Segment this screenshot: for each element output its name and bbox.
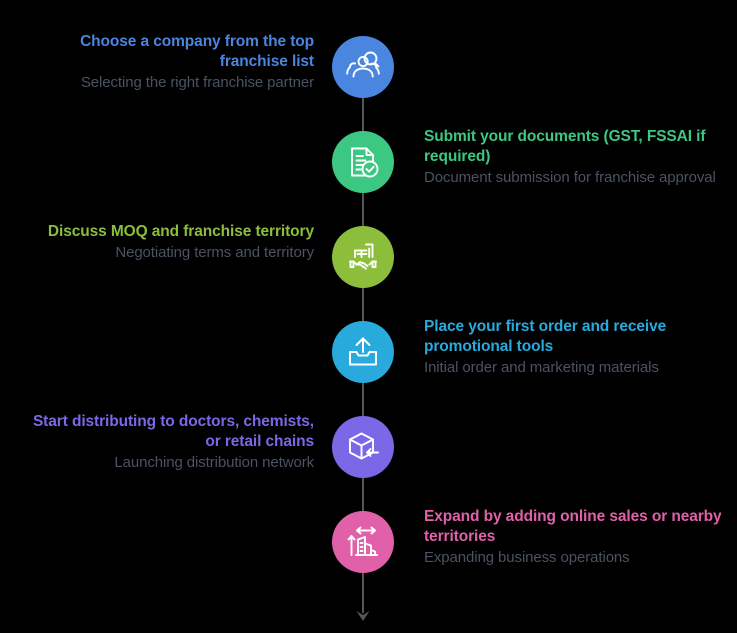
connector-segment-2-3 <box>362 193 364 226</box>
connector-segment-5-6 <box>362 478 364 511</box>
timeline-step-6[interactable]: Expand by adding online sales or nearby … <box>0 508 737 573</box>
step-3-subtitle: Negotiating terms and territory <box>115 243 314 261</box>
step-6-badge[interactable] <box>332 511 394 573</box>
connector-segment-4-5 <box>362 383 364 416</box>
connector-segment-end <box>362 573 364 613</box>
timeline-step-5[interactable]: Start distributing to doctors, chemists,… <box>0 413 737 478</box>
step-4-title: Place your first order and receive promo… <box>424 318 667 355</box>
upload-tray-icon <box>344 333 382 371</box>
timeline-step-4[interactable]: Place your first order and receive promo… <box>0 318 737 383</box>
step-5-subtitle: Launching distribution network <box>114 453 314 471</box>
step-4-badge[interactable] <box>332 321 394 383</box>
connector-segment-3-4 <box>362 288 364 321</box>
document-check-icon <box>344 143 382 181</box>
step-1-text: Choose a company from the top franchise … <box>14 32 314 92</box>
step-4-text: Place your first order and receive promo… <box>424 317 724 377</box>
step-2-text: Submit your documents (GST, FSSAI if req… <box>424 127 724 187</box>
step-5-title: Start distributing to doctors, chemists,… <box>32 413 314 450</box>
timeline-step-3[interactable]: Discuss MOQ and franchise territory Nego… <box>0 223 737 288</box>
step-2-title: Submit your documents (GST, FSSAI if req… <box>424 128 706 165</box>
step-3-text: Discuss MOQ and franchise territory Nego… <box>14 222 314 262</box>
step-6-text: Expand by adding online sales or nearby … <box>424 507 724 567</box>
expand-building-icon <box>344 523 382 561</box>
step-6-title: Expand by adding online sales or nearby … <box>424 508 722 545</box>
step-2-badge[interactable] <box>332 131 394 193</box>
box-delivery-icon <box>344 428 382 466</box>
timeline-end-arrow-icon <box>354 605 372 621</box>
step-5-text: Start distributing to doctors, chemists,… <box>14 412 314 472</box>
timeline-step-2[interactable]: Submit your documents (GST, FSSAI if req… <box>0 128 737 193</box>
connector-segment-1-2 <box>362 98 364 131</box>
step-1-subtitle: Selecting the right franchise partner <box>80 73 314 91</box>
step-5-badge[interactable] <box>332 416 394 478</box>
step-4-subtitle: Initial order and marketing materials <box>424 358 659 376</box>
step-6-subtitle: Expanding business operations <box>424 548 630 566</box>
step-2-subtitle: Document submission for franchise approv… <box>424 168 716 186</box>
step-3-title: Discuss MOQ and franchise territory <box>47 223 314 240</box>
step-1-title: Choose a company from the top franchise … <box>80 33 314 70</box>
step-3-badge[interactable] <box>332 226 394 288</box>
people-search-icon <box>343 47 383 87</box>
handshake-chart-icon <box>344 238 382 276</box>
timeline-step-1[interactable]: Choose a company from the top franchise … <box>0 33 737 98</box>
step-1-badge[interactable] <box>332 36 394 98</box>
